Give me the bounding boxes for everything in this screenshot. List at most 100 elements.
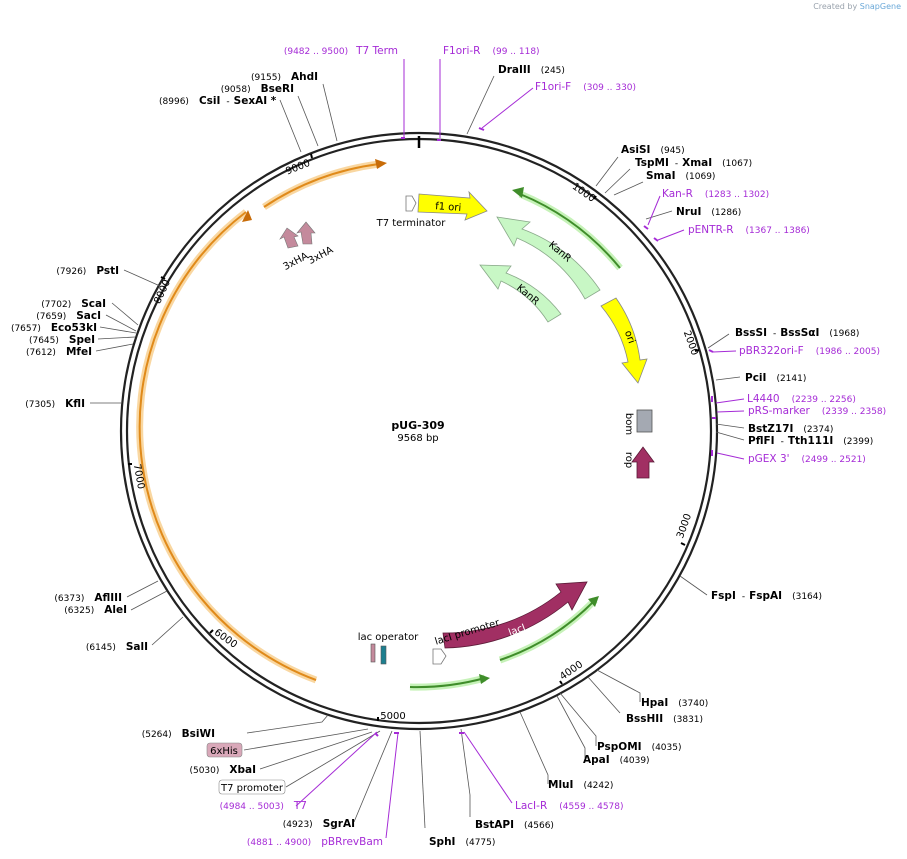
tick-label-7000: 7000 (131, 463, 146, 490)
enzyme-saci: (7659)SacI (36, 310, 101, 322)
leader-t7promoter (285, 730, 381, 788)
credit-prefix: Created by (813, 2, 858, 11)
laci-feature (442, 581, 588, 649)
leader-f1orif (481, 87, 534, 129)
rop-feature (631, 446, 655, 479)
leader-bseri (297, 95, 319, 147)
green-arrowhead-1 (512, 187, 524, 198)
primer-leader-lines (295, 59, 745, 839)
leader-bstz (715, 423, 745, 429)
orange-arrowhead-2 (242, 210, 252, 222)
leader-pgex (716, 452, 745, 460)
leader-nrui (645, 210, 673, 220)
bom-feature (636, 409, 653, 433)
primer-t7: (4984 .. 5003)T7 (220, 800, 307, 812)
green-feature-arc (519, 193, 621, 269)
ori-feature (600, 297, 648, 384)
leader-lacir (463, 731, 513, 804)
orange-feature-glow-2 (262, 160, 380, 210)
primer-pbrrev: (4881 .. 4900)pBRrevBam (247, 836, 383, 848)
leader-pflfi (715, 431, 745, 441)
f1ori-label: f1 ori (435, 201, 462, 214)
enzyme-spei: (7645)SpeI (29, 334, 95, 346)
enzyme-csii: (8996)CsiI-SexAI * (159, 95, 277, 107)
tick-label-5000: 5000 (380, 711, 405, 722)
sixhis-label: 6xHis (210, 746, 238, 757)
enzyme-leader-lines (90, 75, 745, 829)
leader-ahdi (322, 83, 338, 142)
leader-asisi (595, 156, 619, 187)
orange-feature-arc (138, 211, 317, 681)
primer-mark-t7 (374, 732, 379, 737)
leader-scai (111, 302, 139, 326)
laci-promoter-feature (432, 648, 447, 665)
leader-pbrrev (385, 732, 399, 839)
leader-mlui (519, 711, 549, 784)
enzyme-xbai: (5030)XbaI (189, 764, 256, 776)
leader-pentr (657, 229, 685, 241)
t7terminator-feature (405, 195, 417, 212)
enzyme-pcii: PciI(2141) (745, 372, 806, 384)
primer-prs: pRS-marker(2339 .. 2358) (748, 405, 886, 417)
primer-f1orif: F1ori-F(309 .. 330) (535, 81, 636, 93)
t7promoter-label: T7 promoter (220, 783, 284, 794)
orange-feature-arc-2 (263, 163, 380, 208)
leader-xbai (259, 731, 373, 770)
enzyme-apai: ApaI(4039) (583, 754, 650, 766)
primer-lacir: LacI-R(4559 .. 4578) (515, 800, 624, 812)
orange-arrowhead-1 (375, 159, 387, 169)
enzyme-bsshii: BssHII(3831) (626, 713, 703, 725)
enzyme-fspi: FspI-FspAI(3164) (711, 590, 822, 602)
enzyme-kfli: (7305)KflI (25, 398, 85, 410)
enzyme-mlui: MluI(4242) (548, 779, 613, 791)
ori-label: ori (622, 329, 637, 345)
tick-6000 (209, 629, 214, 634)
enzyme-sphi: SphI(4775) (429, 836, 495, 848)
primer-mark-pbr322 (708, 349, 714, 353)
leader-sphi (419, 730, 426, 829)
leader-tspmi (604, 168, 631, 194)
enzyme-psti: (7926)PstI (56, 265, 119, 277)
leader-csii (279, 99, 302, 153)
primer-kanr: Kan-R(1283 .. 1302) (662, 188, 769, 200)
leader-sgrai (353, 730, 393, 823)
primer-marks (374, 127, 716, 737)
enzyme-afl3: (6373)AflIII (54, 592, 122, 604)
primer-mark-kanr (643, 225, 649, 230)
backbone-outer (119, 131, 719, 731)
enzyme-pflfi: PflFI-Tth111I(2399) (748, 435, 873, 447)
enzyme-bstapi: BstAPI(4566) (475, 819, 554, 831)
enzyme-mfei: (7612)MfeI (26, 346, 92, 358)
enzyme-ahdi: (9155)AhdI (251, 71, 318, 83)
leader-bsshii (587, 676, 621, 714)
enzyme-scai: (7702)ScaI (41, 298, 106, 310)
green-arrowhead-2 (479, 674, 490, 684)
enzyme-asisi: AsiSI(945) (621, 144, 685, 156)
green-arrowhead-3 (588, 596, 599, 607)
f1ori-feature (417, 190, 488, 221)
enzyme-alei: (6325)AleI (64, 604, 127, 616)
primer-pgex: pGEX 3'(2499 .. 2521) (748, 453, 866, 465)
t7terminator-label: T7 terminator (376, 218, 447, 229)
sixhis-box (206, 742, 243, 758)
kanr-feature-2 (479, 264, 562, 323)
enzyme-bsssi: BssSI-BssSαI(1968) (735, 327, 859, 339)
ha-feature-1 (279, 227, 299, 249)
leader-psti (123, 269, 161, 287)
t7promoter-box (218, 779, 286, 795)
enzyme-hpai: HpaI(3740) (641, 697, 708, 709)
tick-2000 (694, 349, 700, 352)
leader-alei (130, 590, 168, 611)
plasmid-length: 9568 bp (397, 433, 438, 444)
leader-spei (97, 336, 136, 340)
tick-3000 (680, 542, 686, 546)
primer-pentr: pENTR-R(1367 .. 1386) (688, 224, 810, 236)
enzyme-bstz: BstZ17I(2374) (748, 423, 833, 435)
enzyme-pspomi: PspOMI(4035) (597, 741, 682, 753)
enzyme-smai: SmaI(1069) (646, 170, 715, 182)
primer-l4440: L4440(2239 .. 2256) (747, 393, 856, 405)
leader-pbr322 (712, 350, 737, 353)
leader-apai (556, 695, 586, 758)
primer-mark-pentr (653, 237, 659, 242)
tick-label-1000: 1000 (570, 181, 597, 205)
